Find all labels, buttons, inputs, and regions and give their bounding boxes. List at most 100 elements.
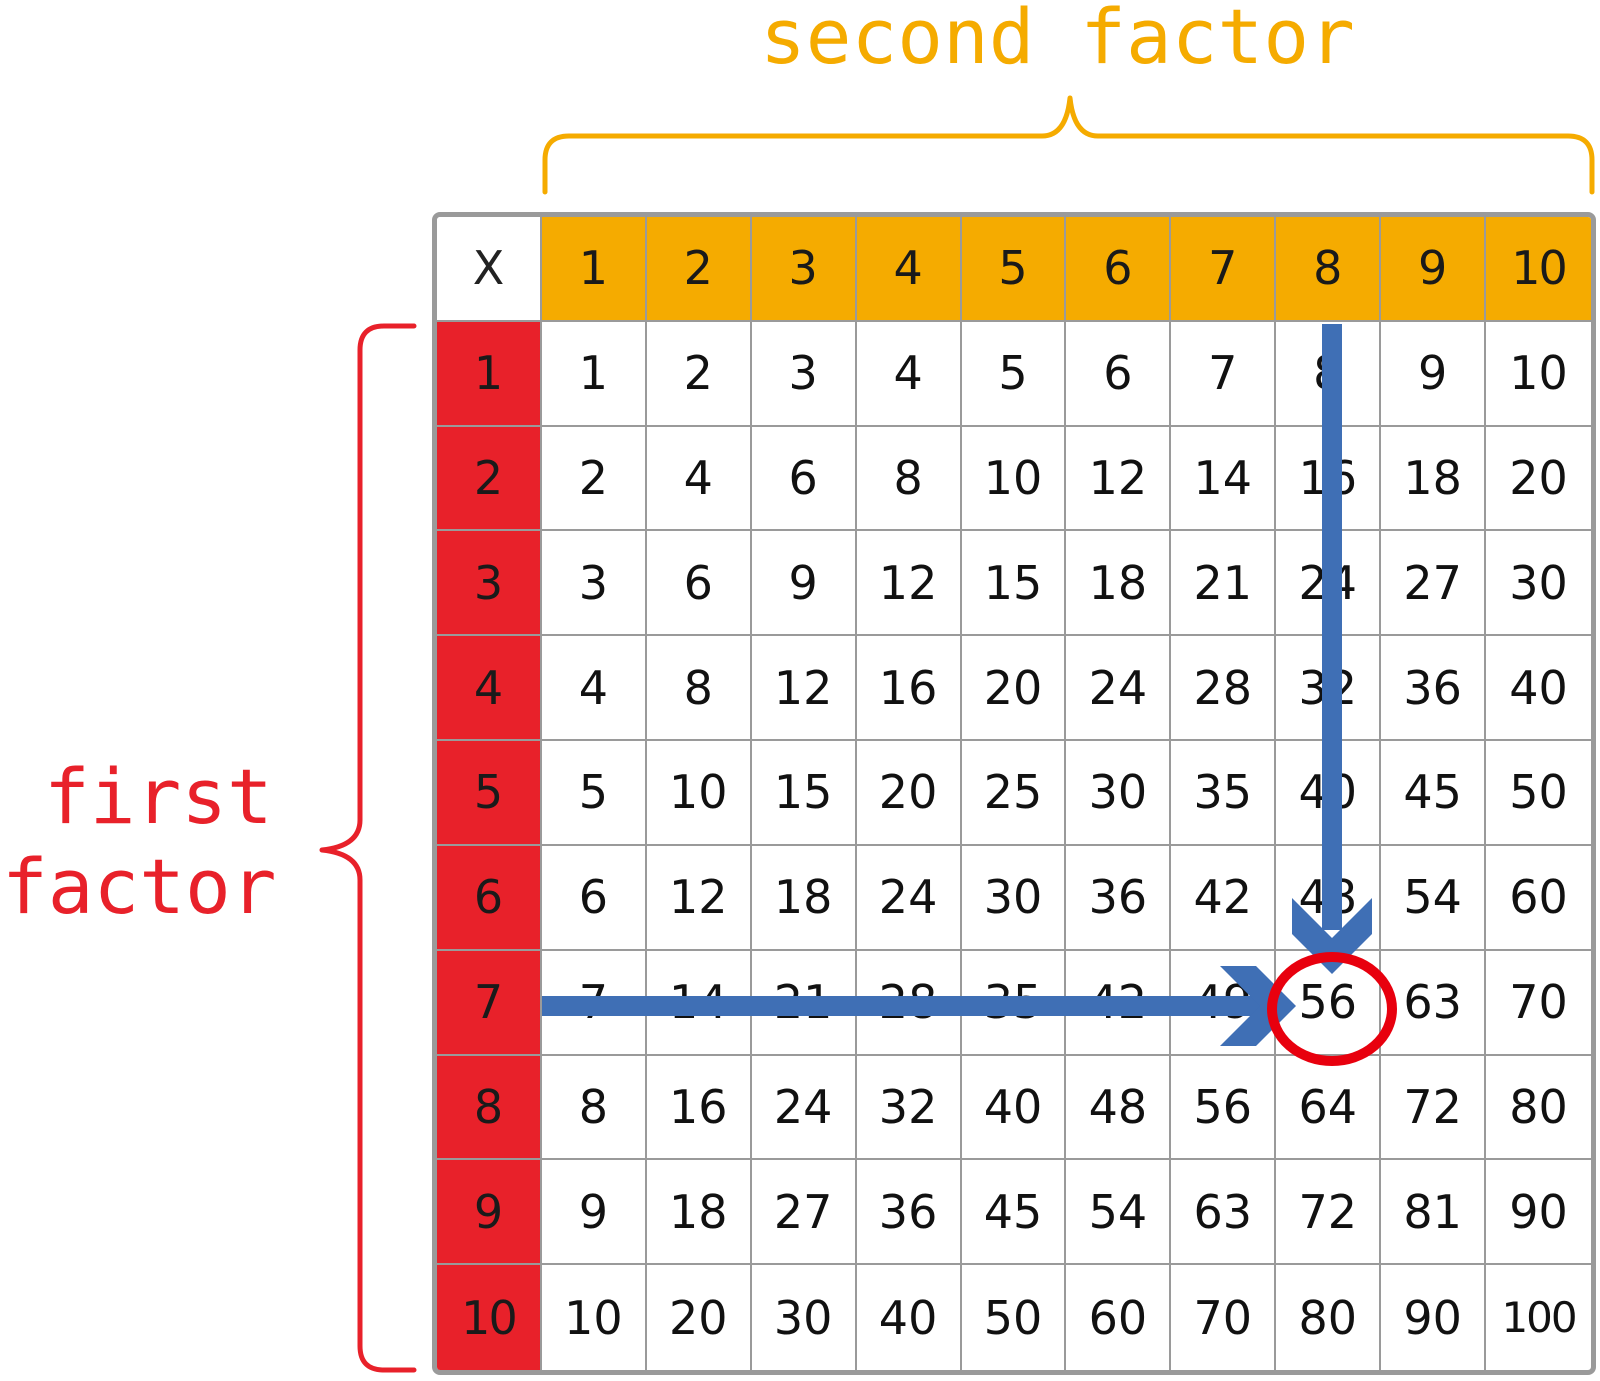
table-cell: 5	[541, 741, 647, 846]
table-cell: 21	[1171, 531, 1277, 637]
table-cell: 16	[856, 636, 962, 742]
table-cell: 20	[647, 1265, 752, 1370]
column-header-cell: 10	[1486, 217, 1591, 322]
table-cell: 24	[1276, 531, 1382, 637]
table-cell: 72	[1276, 1160, 1382, 1266]
table-cell: 8	[541, 1055, 647, 1161]
second-factor-brace	[542, 95, 1595, 195]
table-cell: 100	[1501, 1293, 1577, 1343]
table-cell: 18	[1066, 531, 1172, 637]
table-cell: 90	[1486, 1160, 1591, 1266]
row-header-cell: 7	[437, 950, 542, 1056]
table-cell: 36	[856, 1160, 962, 1266]
table-cell: 6	[1066, 321, 1172, 427]
table-cell: 14	[1171, 426, 1277, 532]
table-cell: 10	[646, 741, 752, 846]
table-cell: 40	[857, 1265, 962, 1370]
table-cell: 32	[1276, 636, 1382, 742]
table-cell: 70	[1486, 951, 1591, 1056]
table-cell: 30	[1066, 741, 1172, 846]
table-cell: 70	[1171, 1265, 1277, 1370]
column-header-cell: 4	[856, 217, 962, 322]
table-cell: 2	[541, 426, 647, 532]
table-cell: 21	[751, 950, 857, 1056]
table-cell: 18	[646, 1160, 752, 1266]
table-cell: 27	[751, 1160, 857, 1266]
row-header-cell: 10	[437, 1265, 542, 1370]
table-cell: 60	[1486, 846, 1591, 951]
table-cell: 10	[961, 426, 1067, 532]
table-cell: 42	[1171, 845, 1277, 951]
column-header-cell: 7	[1171, 217, 1277, 322]
table-cell: 16	[1276, 426, 1382, 532]
table-cell: 8	[856, 426, 962, 532]
table-cell: 18	[751, 845, 857, 951]
table-cell: 10	[542, 1265, 647, 1370]
table-cell: 9	[541, 1160, 647, 1266]
column-header-cell: 3	[751, 217, 857, 322]
table-cell: 50	[1486, 741, 1591, 846]
corner-x-cell: X	[437, 217, 542, 322]
table-cell: 81	[1381, 1160, 1487, 1266]
table-cell: 28	[856, 950, 962, 1056]
row-header-cell: 6	[437, 845, 542, 951]
table-cell: 36	[1381, 636, 1487, 742]
table-cell: 72	[1381, 1055, 1487, 1161]
table-cell: 7	[1171, 321, 1277, 427]
table-cell: 30	[752, 1265, 857, 1370]
table-cell: 25	[961, 741, 1067, 846]
table-cell: 8	[1276, 321, 1382, 427]
table-cell: 12	[1066, 426, 1172, 532]
table-cell: 2	[646, 321, 752, 427]
column-header-cell: 5	[961, 217, 1067, 322]
table-cell: 24	[1066, 636, 1172, 742]
row-header-cell: 2	[437, 426, 542, 532]
first-factor-label-line1: first	[44, 752, 273, 841]
table-cell: 90	[1381, 1265, 1487, 1370]
table-cell: 40	[961, 1055, 1067, 1161]
table-cell: 15	[751, 741, 857, 846]
table-cell: 7	[541, 950, 647, 1056]
table-cell: 45	[961, 1160, 1067, 1266]
table-cell: 4	[541, 636, 647, 742]
table-cell: 80	[1486, 1056, 1591, 1161]
table-cell: 20	[1486, 427, 1591, 532]
table-cell: 36	[1066, 845, 1172, 951]
table-cell: 56	[1171, 1055, 1277, 1161]
table-cell: 4	[646, 426, 752, 532]
column-header-cell: 2	[646, 217, 752, 322]
table-cell: 10	[1486, 322, 1591, 427]
table-cell: 4	[856, 321, 962, 427]
table-cell: 35	[961, 950, 1067, 1056]
table-cell: 54	[1066, 1160, 1172, 1266]
second-factor-label: second factor	[760, 0, 1355, 81]
table-cell: 54	[1381, 845, 1487, 951]
table-cell: 48	[1066, 1055, 1172, 1161]
row-header-cell: 9	[437, 1160, 542, 1266]
table-cell: 40	[1486, 636, 1591, 742]
table-cell: 15	[961, 531, 1067, 637]
column-header-cell: 9	[1381, 217, 1487, 322]
table-cell: 24	[856, 845, 962, 951]
table-cell: 20	[961, 636, 1067, 742]
row-header-cell: 3	[437, 531, 542, 637]
table-cell: 28	[1171, 636, 1277, 742]
table-cell: 9	[1381, 321, 1487, 427]
table-cell: 80	[1276, 1265, 1382, 1370]
first-factor-brace	[319, 323, 417, 1373]
table-cell: 35	[1171, 741, 1277, 846]
row-header-cell: 4	[437, 636, 542, 742]
table-cell: 6	[751, 426, 857, 532]
table-cell: 27	[1381, 531, 1487, 637]
table-cell: 5	[961, 321, 1067, 427]
table-cell: 16	[646, 1055, 752, 1161]
table-cell: 14	[646, 950, 752, 1056]
table-cell: 50	[962, 1265, 1067, 1370]
table-cell: 1	[541, 321, 647, 427]
table-cell: 40	[1276, 741, 1382, 846]
column-header-cell: 6	[1066, 217, 1172, 322]
table-cell: 3	[541, 531, 647, 637]
table-cell: 20	[856, 741, 962, 846]
